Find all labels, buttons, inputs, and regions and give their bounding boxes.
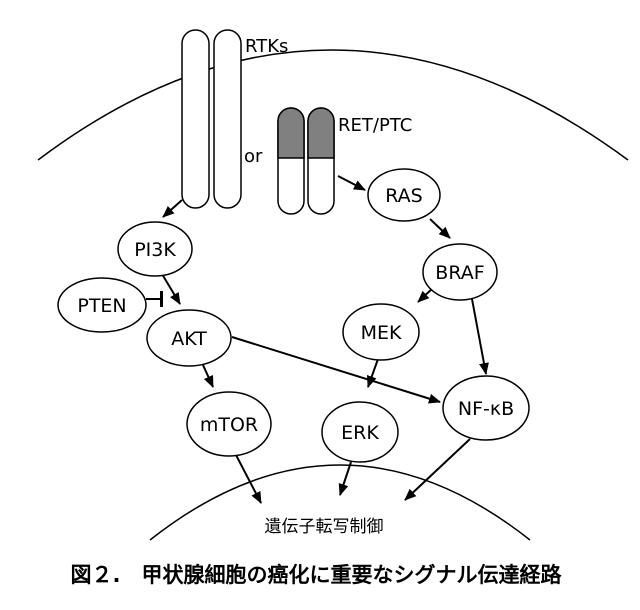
arrow-mtor-to-nucleus (235, 454, 262, 504)
node-pten: PTEN (57, 277, 147, 333)
ret-ptc-label: RET/PTC (338, 115, 412, 136)
svg-text:mTOR: mTOR (200, 414, 258, 436)
rtks-label: RTKs (245, 36, 288, 57)
ret-ptc-receptor (277, 107, 335, 215)
node-erk: ERK (321, 401, 399, 463)
svg-text:AKT: AKT (171, 328, 207, 350)
figure-caption: 図２. 甲状腺細胞の癌化に重要なシグナル伝達経路 (71, 563, 563, 587)
svg-text:PI3K: PI3K (134, 239, 176, 261)
arrow-braf-to-nfkb (471, 298, 489, 375)
node-akt: AKT (146, 309, 232, 367)
svg-text:RAS: RAS (385, 185, 423, 207)
arrow-pi3k-to-akt (161, 273, 181, 305)
svg-text:ERK: ERK (341, 422, 379, 444)
or-label: or (244, 146, 263, 167)
node-mek: MEK (342, 303, 420, 361)
arrow-nfkb-to-nucleus (404, 438, 471, 501)
arrow-akt-to-nfkb (231, 336, 441, 404)
node-mtor: mTOR (186, 391, 272, 457)
rtk-receptor (181, 29, 242, 209)
cell-membrane (37, 49, 629, 161)
arrow-ras-to-braf (429, 218, 451, 239)
arrow-erk-to-nucleus (338, 461, 352, 496)
svg-text:PTEN: PTEN (77, 295, 126, 317)
node-nf-kb: NF-κB (442, 375, 530, 441)
arrow-akt-to-mtor (202, 364, 214, 388)
nucleus-membrane (149, 464, 531, 541)
node-braf: BRAF (422, 243, 498, 301)
svg-text:MEK: MEK (361, 322, 402, 344)
gene-expression-label: 遺伝子転写制御 (265, 517, 384, 537)
node-pi3k: PI3K (117, 221, 193, 277)
arrow-retptc-to-ras (337, 175, 366, 191)
svg-text:NF-κB: NF-κB (458, 398, 514, 420)
arrow-mek-to-erk (366, 358, 379, 388)
node-ras: RAS (367, 168, 441, 222)
arrow-rtk-to-pi3k (162, 199, 183, 218)
svg-text:BRAF: BRAF (435, 262, 484, 284)
